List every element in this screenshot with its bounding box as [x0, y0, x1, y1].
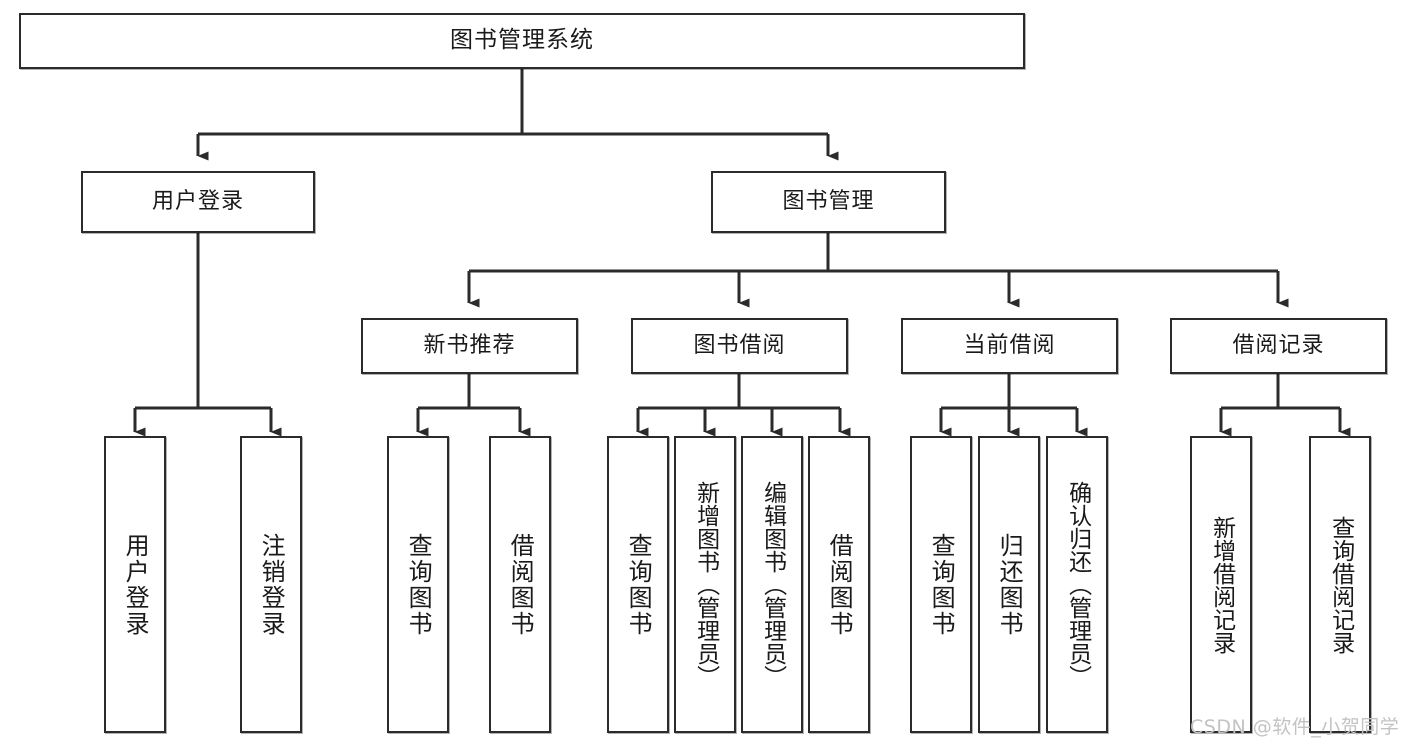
leaf-user-login[interactable]: 用户登录 [104, 436, 166, 733]
node-book-manage[interactable]: 图书管理 [711, 171, 946, 233]
watermark: CSDN @软件_小贺同学 [1190, 716, 1400, 738]
node-book-borrow[interactable]: 图书借阅 [631, 318, 848, 374]
leaf-query-book-2-label: 查询图书 [624, 532, 653, 637]
node-user-login[interactable]: 用户登录 [81, 171, 315, 233]
leaf-borrow-book-2-label: 借阅图书 [825, 532, 854, 637]
leaf-edit-book-label: 编辑图书（管理员） [759, 481, 786, 688]
leaf-add-record-label: 新增借阅记录 [1208, 515, 1235, 654]
node-new-book-rec-label: 新书推荐 [423, 332, 516, 358]
node-book-manage-label: 图书管理 [782, 188, 875, 214]
leaf-query-record-label: 查询借阅记录 [1327, 515, 1354, 654]
leaf-return-book-label: 归还图书 [995, 532, 1024, 637]
node-current-borrow-label: 当前借阅 [963, 332, 1056, 358]
leaf-return-book[interactable]: 归还图书 [978, 436, 1040, 733]
node-user-login-label: 用户登录 [151, 188, 244, 214]
leaf-query-record[interactable]: 查询借阅记录 [1309, 436, 1371, 733]
leaf-add-record[interactable]: 新增借阅记录 [1190, 436, 1252, 733]
leaf-query-book-3[interactable]: 查询图书 [910, 436, 972, 733]
node-root-label: 图书管理系统 [450, 27, 594, 54]
leaf-borrow-book-1-label: 借阅图书 [506, 532, 535, 637]
node-borrow-record[interactable]: 借阅记录 [1170, 318, 1387, 374]
leaf-borrow-book-1[interactable]: 借阅图书 [489, 436, 551, 733]
node-book-borrow-label: 图书借阅 [693, 332, 786, 358]
leaf-add-book-label: 新增图书（管理员） [692, 481, 719, 688]
leaf-query-book-3-label: 查询图书 [927, 532, 956, 637]
leaf-user-logout[interactable]: 注销登录 [240, 436, 302, 733]
leaf-borrow-book-2[interactable]: 借阅图书 [808, 436, 870, 733]
leaf-confirm-return[interactable]: 确认归还（管理员） [1046, 436, 1108, 733]
leaf-confirm-return-label: 确认归还（管理员） [1064, 481, 1091, 688]
leaf-user-login-label: 用户登录 [121, 532, 150, 637]
node-borrow-record-label: 借阅记录 [1232, 332, 1325, 358]
node-new-book-rec[interactable]: 新书推荐 [361, 318, 578, 374]
leaf-edit-book[interactable]: 编辑图书（管理员） [741, 436, 803, 733]
leaf-query-book-1-label: 查询图书 [404, 532, 433, 637]
leaf-add-book[interactable]: 新增图书（管理员） [674, 436, 736, 733]
node-root[interactable]: 图书管理系统 [19, 13, 1025, 69]
leaf-query-book-2[interactable]: 查询图书 [607, 436, 669, 733]
leaf-query-book-1[interactable]: 查询图书 [387, 436, 449, 733]
node-current-borrow[interactable]: 当前借阅 [901, 318, 1118, 374]
leaf-user-logout-label: 注销登录 [257, 532, 286, 637]
